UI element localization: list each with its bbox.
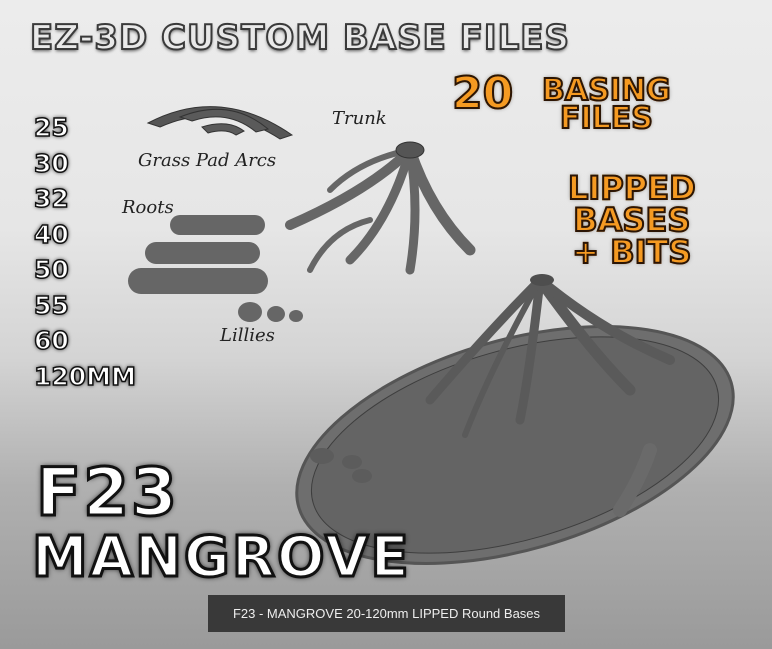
grass-pad-arcs-label: Grass Pad Arcs [138,150,277,171]
basing-label: BASING [541,73,672,108]
caption-bar: F23 - MANGROVE 20-120mm LIPPED Round Bas… [208,595,565,632]
lipped-base-model [295,274,735,565]
product-code: F23 [35,454,179,531]
size-list: 25 30 32 40 50 55 60 120MM [33,110,136,394]
size-item: 30 [33,148,69,178]
trunk-model [285,141,476,275]
product-name: MANGROVE [31,525,411,590]
size-item: 120MM [33,361,136,391]
grass-pad-arcs-model [146,106,294,140]
lipped-bases-bits: LIPPED BASES + BITS [567,169,697,271]
size-item: 32 [33,183,69,213]
bases-line: BASES [572,201,691,239]
bits-line: + BITS [571,233,692,271]
size-item: 60 [33,325,69,355]
files-label: FILES [559,101,654,136]
size-item: 55 [33,290,69,320]
size-item: 50 [33,254,69,284]
size-item: 40 [33,219,69,249]
lillies-label: Lillies [220,325,275,346]
roots-model [128,215,268,294]
roots-label: Roots [122,197,174,218]
lipped-line: LIPPED [567,169,697,207]
page-title: EZ-3D CUSTOM BASE FILES [29,17,570,59]
file-count: 20 [451,68,514,119]
trunk-label: Trunk [332,108,387,129]
lillies-model [238,302,303,322]
size-item: 25 [33,112,69,142]
